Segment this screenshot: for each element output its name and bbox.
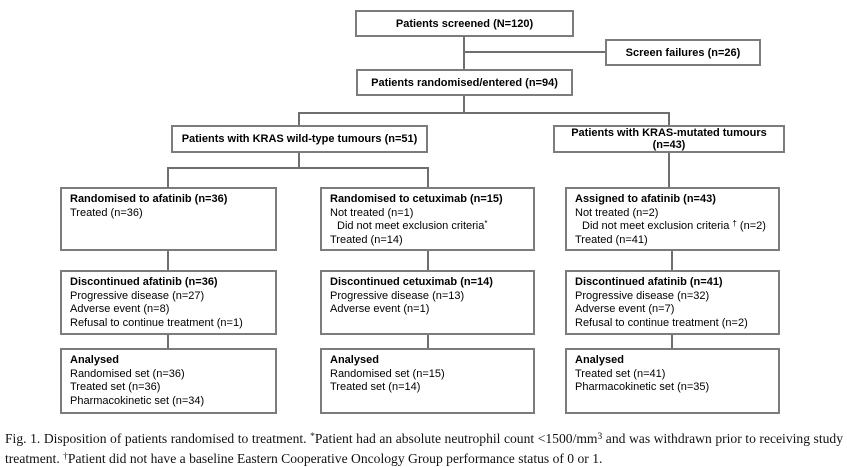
box-line: Refusal to continue treatment (n=2) (575, 316, 748, 329)
box-line: Randomised set (n=36) (70, 367, 185, 380)
box-line: Not treated (n=2) (575, 206, 659, 219)
box-line: Pharmacokinetic set (n=34) (70, 394, 205, 407)
dagger-superscript: † (732, 219, 737, 228)
box-line-exclusion: Did not meet exclusion criteria † (n=2) (575, 219, 771, 234)
box-title: Analysed (70, 354, 119, 366)
box-line: Treated (n=36) (70, 206, 143, 219)
box-line: Adverse event (n=8) (70, 303, 170, 315)
box-kras-mutated: Patients with KRAS-mutated tumours (n=43… (553, 125, 785, 153)
box-title: Discontinued afatinib (n=36) (70, 276, 218, 288)
connector-col1-row1-row2 (167, 251, 169, 270)
connector-kras-split (298, 112, 670, 114)
connector-col2-row2-row3 (427, 335, 429, 348)
caption-seg1: Fig. 1. Disposition of patients randomis… (5, 431, 311, 446)
connector-to-kras-mutated (668, 112, 670, 125)
box-discontinued-cetuximab: Discontinued cetuximab (n=14) Progressiv… (320, 270, 535, 335)
box-line: Adverse event (n=7) (575, 303, 675, 315)
box-line: Not treated (n=1) (330, 206, 414, 219)
box-line: Treated set (n=14) (330, 381, 421, 393)
box-title: Analysed (575, 354, 624, 366)
box-kras-wildtype-label: Patients with KRAS wild-type tumours (n=… (181, 133, 418, 145)
box-patients-screened-label: Patients screened (N=120) (395, 17, 534, 30)
box-analysed-cetuximab: Analysed Randomised set (n=15) Treated s… (320, 348, 535, 414)
box-patients-randomised-label: Patients randomised/entered (n=94) (371, 76, 558, 89)
caption-seg4: Patient did not have a baseline Eastern … (67, 450, 603, 466)
box-title: Analysed (330, 354, 379, 366)
box-analysed-wt: Analysed Randomised set (n=36) Treated s… (60, 348, 277, 414)
connector-wildtype-split (167, 167, 428, 169)
box-line: Randomised set (n=15) (330, 367, 445, 380)
connector-mutated-to-afatinib (668, 153, 670, 187)
box-line: Progressive disease (n=13) (330, 289, 465, 302)
box-line: Refusal to continue treatment (n=1) (70, 316, 243, 329)
connector-col3-row1-row2 (671, 251, 673, 270)
box-discontinued-afatinib-wt: Discontinued afatinib (n=36) Progressive… (60, 270, 277, 335)
connector-wildtype-down (298, 153, 300, 167)
connector-to-kras-wildtype (298, 112, 300, 125)
box-title: Discontinued afatinib (n=41) (575, 276, 723, 288)
box-line-exclusion: Did not meet exclusion criteria* (330, 219, 526, 234)
box-randomised-cetuximab: Randomised to cetuximab (n=15) Not treat… (320, 187, 535, 251)
box-discontinued-afatinib-mut: Discontinued afatinib (n=41) Progressive… (565, 270, 780, 335)
box-line: Progressive disease (n=32) (575, 289, 710, 302)
box-patients-randomised: Patients randomised/entered (n=94) (356, 69, 573, 96)
box-title: Assigned to afatinib (n=43) (575, 193, 716, 205)
box-title: Discontinued cetuximab (n=14) (330, 276, 493, 288)
box-kras-mutated-label: Patients with KRAS-mutated tumours (n=43… (571, 127, 767, 151)
box-line: Pharmacokinetic set (n=35) (575, 381, 710, 393)
box-line: Treated set (n=36) (70, 381, 161, 393)
box-line: Treated (n=14) (330, 233, 403, 246)
box-screen-failures: Screen failures (n=26) (605, 39, 761, 66)
figure-caption: Fig. 1. Disposition of patients randomis… (5, 429, 843, 467)
exclusion-suffix: (n=2) (736, 220, 766, 232)
box-line: Treated (n=41) (575, 233, 648, 246)
box-line: Progressive disease (n=27) (70, 289, 205, 302)
caption-seg3: and was withdrawn prior to receiving stu… (5, 431, 843, 466)
box-analysed-mut: Analysed Treated set (n=41) Pharmacokine… (565, 348, 780, 414)
exclusion-text: Did not meet exclusion criteria (337, 220, 485, 232)
caption-seg2: Patient had an absolute neutrophil count… (314, 431, 598, 446)
connector-screened-to-randomised (463, 37, 465, 69)
asterisk-superscript: * (484, 219, 488, 228)
exclusion-text: Did not meet exclusion criteria (582, 220, 733, 232)
connector-col3-row2-row3 (671, 335, 673, 348)
box-screen-failures-label: Screen failures (n=26) (625, 46, 741, 59)
connector-col1-row2-row3 (167, 335, 169, 348)
connector-to-screen-failures (463, 51, 605, 53)
connector-randomised-down (463, 96, 465, 112)
cubed-superscript: 3 (597, 432, 603, 442)
dagger-superscript: † (63, 451, 68, 462)
box-randomised-afatinib: Randomised to afatinib (n=36) Treated (n… (60, 187, 277, 251)
box-line: Treated set (n=41) (575, 367, 666, 380)
box-line: Adverse event (n=1) (330, 303, 430, 315)
box-title: Randomised to cetuximab (n=15) (330, 193, 503, 205)
box-title: Randomised to afatinib (n=36) (70, 193, 228, 205)
connector-to-afatinib-wt (167, 167, 169, 187)
box-assigned-afatinib: Assigned to afatinib (n=43) Not treated … (565, 187, 780, 251)
box-patients-screened: Patients screened (N=120) (355, 10, 574, 37)
asterisk-superscript: * (310, 432, 315, 442)
connector-to-cetuximab (427, 167, 429, 187)
connector-col2-row1-row2 (427, 251, 429, 270)
box-kras-wildtype: Patients with KRAS wild-type tumours (n=… (171, 125, 428, 153)
